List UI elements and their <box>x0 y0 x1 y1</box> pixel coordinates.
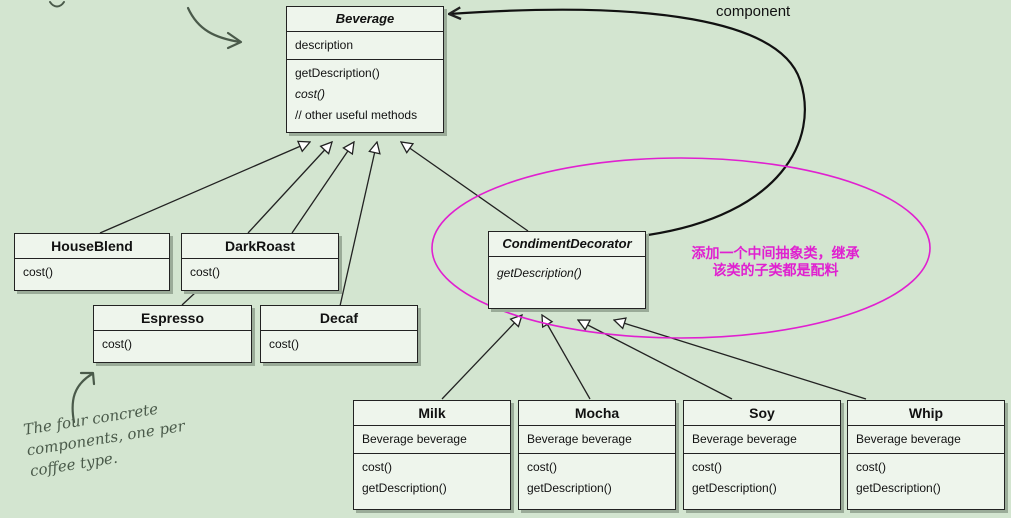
chinese-annotation-line: 该类的子类都是配料 <box>712 263 839 279</box>
class-name: DarkRoast <box>182 234 338 259</box>
class-beverage[interactable]: Beverage description getDescription() co… <box>286 6 444 133</box>
inherit-darkroast <box>247 142 332 234</box>
method: // other useful methods <box>295 108 418 122</box>
method: getDescription() <box>692 481 777 495</box>
methods-section: cost() <box>15 259 169 286</box>
method: getDescription() <box>362 481 447 495</box>
class-name: Beverage <box>287 7 443 32</box>
inherit-milk <box>441 315 522 400</box>
class-name: CondimentDecorator <box>489 232 645 257</box>
inherit-whip <box>614 320 867 400</box>
attributes-section: Beverage beverage <box>848 426 1004 454</box>
attributes-section: Beverage beverage <box>354 426 510 454</box>
method: cost() <box>362 460 392 474</box>
attributes-section: Beverage beverage <box>519 426 675 454</box>
highlight-ellipse <box>431 157 931 339</box>
hand-arrow-bottom <box>71 372 94 424</box>
attribute: Beverage beverage <box>856 432 961 446</box>
inherit-espresso-main <box>291 142 354 234</box>
attributes-section: description <box>287 32 443 60</box>
class-espresso[interactable]: Espresso cost() <box>93 305 252 363</box>
chinese-annotation: 添加一个中间抽象类，继承 该类的子类都是配料 <box>668 246 883 280</box>
hand-arrow-top <box>186 6 242 44</box>
class-name: Espresso <box>94 306 251 331</box>
methods-section: cost() getDescription() <box>519 454 675 502</box>
methods-section: cost() getDescription() <box>848 454 1004 502</box>
method: cost() <box>692 460 722 474</box>
method: getDescription() <box>856 481 941 495</box>
methods-section: cost() <box>94 331 251 358</box>
methods-section: getDescription() <box>489 257 645 287</box>
class-name: Milk <box>354 401 510 426</box>
method: cost() <box>856 460 886 474</box>
methods-section: cost() <box>182 259 338 286</box>
method: cost() <box>269 337 299 351</box>
inherit-decaf <box>339 142 377 307</box>
method: getDescription() <box>527 481 612 495</box>
class-decaf[interactable]: Decaf cost() <box>260 305 418 363</box>
class-name: Decaf <box>261 306 417 331</box>
hand-arrow-bottom-head <box>79 371 96 386</box>
component-association <box>449 10 806 237</box>
attribute: Beverage beverage <box>692 432 797 446</box>
attribute: Beverage beverage <box>527 432 632 446</box>
class-name: Mocha <box>519 401 675 426</box>
attribute: Beverage beverage <box>362 432 467 446</box>
class-darkroast[interactable]: DarkRoast cost() <box>181 233 339 291</box>
class-name: Soy <box>684 401 840 426</box>
method: getDescription() <box>497 266 582 280</box>
attribute: description <box>295 38 354 52</box>
class-name: Whip <box>848 401 1004 426</box>
inherit-soy <box>578 320 733 400</box>
methods-section: cost() getDescription() <box>684 454 840 502</box>
method: cost() <box>295 87 325 101</box>
espresso-link <box>181 291 197 306</box>
class-whip[interactable]: Whip Beverage beverage cost() getDescrip… <box>847 400 1005 510</box>
method: cost() <box>102 337 132 351</box>
method: getDescription() <box>295 66 380 80</box>
hand-arrow-top-head <box>226 31 243 50</box>
methods-section: cost() getDescription() <box>354 454 510 502</box>
attributes-section: Beverage beverage <box>684 426 840 454</box>
inherit-houseblend <box>99 142 310 234</box>
method: cost() <box>23 265 53 279</box>
class-condiment-decorator[interactable]: CondimentDecorator getDescription() <box>488 231 646 309</box>
method: cost() <box>527 460 557 474</box>
methods-section: cost() <box>261 331 417 358</box>
class-soy[interactable]: Soy Beverage beverage cost() getDescript… <box>683 400 841 510</box>
method: cost() <box>190 265 220 279</box>
class-houseblend[interactable]: HouseBlend cost() <box>14 233 170 291</box>
inherit-condiment-decorator <box>401 142 529 232</box>
class-mocha[interactable]: Mocha Beverage beverage cost() getDescri… <box>518 400 676 510</box>
component-label: component <box>716 3 791 20</box>
hand-scribble-top <box>49 1 65 8</box>
inherit-mocha <box>542 315 591 400</box>
class-milk[interactable]: Milk Beverage beverage cost() getDescrip… <box>353 400 511 510</box>
methods-section: getDescription() cost() // other useful … <box>287 60 443 129</box>
chinese-annotation-line: 添加一个中间抽象类，继承 <box>691 246 860 262</box>
class-name: HouseBlend <box>15 234 169 259</box>
